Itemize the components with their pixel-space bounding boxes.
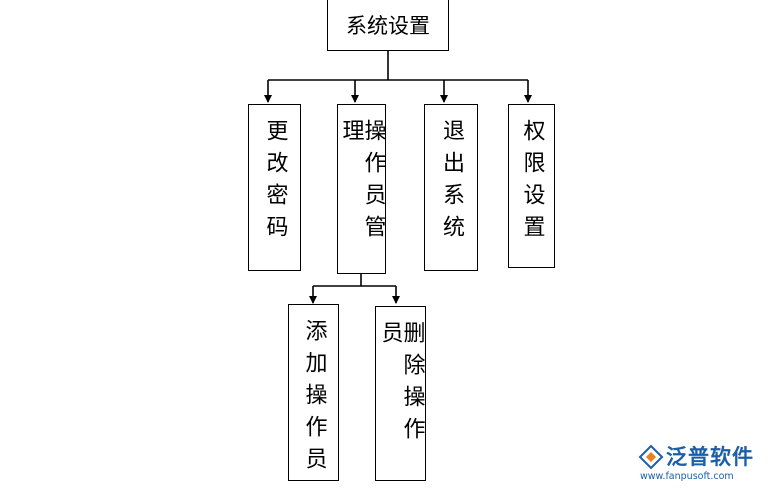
node-operator-management: 操作员管理 xyxy=(337,104,386,274)
watermark-url: www.fanpusoft.com xyxy=(640,471,734,482)
node-label: 操作员管理 xyxy=(338,119,386,247)
node-label: 删除操作员 xyxy=(377,321,425,449)
root-node-system-settings: 系统设置 xyxy=(327,0,449,51)
node-label: 退出系统 xyxy=(439,119,464,247)
watermark: 泛普软件 www.fanpusoft.com xyxy=(638,444,762,484)
node-label: 更改密码 xyxy=(262,119,288,247)
node-add-operator: 添加操作员 xyxy=(288,304,339,481)
node-label: 权限设置 xyxy=(519,119,545,247)
node-exit-system: 退出系统 xyxy=(424,104,478,271)
node-label: 添加操作员 xyxy=(301,319,327,479)
node-change-password: 更改密码 xyxy=(248,104,301,271)
root-node-label: 系统设置 xyxy=(346,14,430,38)
fanpu-logo-icon xyxy=(638,444,664,470)
node-delete-operator: 删除操作员 xyxy=(375,306,426,481)
watermark-brand: 泛普软件 xyxy=(666,445,754,469)
node-permission-settings: 权限设置 xyxy=(508,104,555,268)
